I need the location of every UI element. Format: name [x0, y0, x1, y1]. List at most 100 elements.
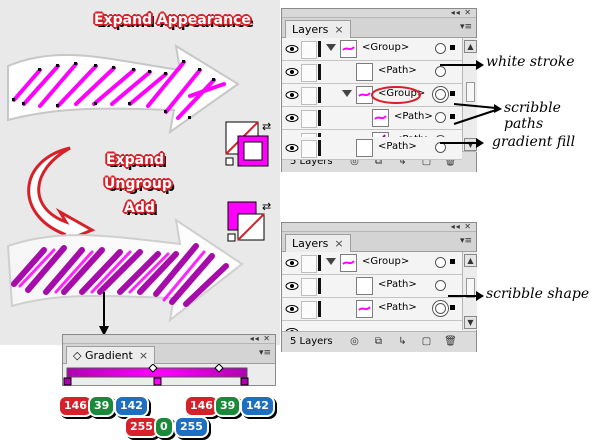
visibility-eye-icon[interactable] — [284, 321, 300, 331]
layer-thumbnail — [356, 300, 373, 318]
layer-thumbnail — [356, 277, 373, 295]
rgb-center-red: 255 — [124, 416, 159, 438]
trash-icon[interactable]: 🗑 — [444, 156, 457, 167]
layer-name: <Path> — [378, 302, 417, 313]
layer-row-scribble-shape[interactable]: <Path> — [282, 298, 462, 321]
lock-toggle[interactable] — [301, 301, 317, 319]
panel-collapse-icon[interactable]: ◂◂ ✕ — [450, 222, 472, 231]
rgb-center-green: 0 — [154, 416, 174, 438]
lock-toggle[interactable] — [301, 110, 317, 128]
panel-titlebar[interactable]: ◂◂ ✕ — [282, 223, 476, 232]
step-label-expand: Expand — [106, 152, 165, 168]
layers-panel-bottom: ◂◂ ✕ Layers × ▾≡ <Group> <Path> <Path> ▲ — [281, 222, 477, 352]
lock-toggle[interactable] — [301, 64, 317, 82]
svg-text:⇄: ⇄ — [262, 120, 271, 133]
tab-layers[interactable]: Layers× — [285, 20, 351, 38]
clipping-mask-icon[interactable]: ⧉ — [374, 156, 383, 167]
top-arrow-illustration — [7, 44, 240, 135]
layers-footer: 5 Layers ◎ ⧉ ↳ ▢ 🗑 — [282, 331, 476, 352]
panel-menu-icon[interactable]: ▾≡ — [258, 348, 271, 358]
new-layer-icon[interactable]: ▢ — [421, 336, 432, 347]
target-circle-icon[interactable] — [435, 43, 446, 54]
new-sublayer-icon[interactable]: ↳ — [398, 336, 407, 347]
tab-close-icon[interactable]: × — [334, 237, 344, 250]
tab-close-icon[interactable]: × — [334, 23, 344, 36]
new-sublayer-icon[interactable]: ↳ — [398, 156, 407, 167]
fill-stroke-swatch-top: ⇄ — [225, 120, 271, 167]
rgb-center-blue: 255 — [174, 416, 209, 438]
scroll-down-icon[interactable]: ▼ — [464, 316, 477, 329]
layer-thumbnail — [340, 254, 357, 272]
tab-gradient[interactable]: ◇ Gradient× — [66, 346, 156, 364]
lock-toggle[interactable] — [301, 278, 317, 296]
layer-color-bar — [318, 64, 321, 80]
layer-color-bar — [318, 41, 321, 57]
visibility-eye-icon[interactable] — [284, 61, 300, 83]
layer-name: <Path> — [378, 141, 417, 152]
clipping-mask-icon[interactable]: ⧉ — [374, 336, 383, 347]
gradient-slider[interactable] — [63, 364, 275, 386]
panel-tabbar: Layers× ▾≡ — [282, 18, 476, 38]
tab-layers-label: Layers — [292, 237, 329, 250]
expand-triangle-icon[interactable] — [342, 90, 352, 97]
rgb-left-blue: 142 — [114, 395, 149, 417]
scroll-up-icon[interactable]: ▲ — [464, 254, 477, 267]
lock-toggle[interactable] — [301, 255, 317, 273]
lock-toggle[interactable] — [301, 87, 317, 105]
expand-triangle-icon[interactable] — [326, 44, 336, 51]
tab-close-icon[interactable]: × — [138, 349, 149, 362]
layer-thumbnail — [372, 109, 389, 127]
lock-toggle[interactable] — [301, 41, 317, 59]
selection-indicator — [450, 259, 455, 264]
visibility-eye-icon[interactable] — [284, 38, 300, 60]
layers-scrollbar[interactable]: ▲ ▼ — [462, 252, 477, 330]
target-circle-icon[interactable] — [435, 89, 446, 100]
scroll-up-icon[interactable]: ▲ — [464, 40, 477, 53]
panel-collapse-icon[interactable]: ◂◂ ✕ — [450, 8, 472, 17]
trash-icon[interactable]: 🗑 — [444, 336, 457, 347]
layer-row-group[interactable]: <Group> — [282, 252, 462, 275]
layer-row-group[interactable]: <Group> — [282, 38, 462, 61]
target-circle-icon[interactable] — [435, 66, 446, 77]
panel-titlebar[interactable]: ◂◂ ✕ — [282, 9, 476, 18]
panel-collapse-icon[interactable]: ◂◂ ✕ — [249, 334, 271, 343]
layer-row-path-white-stroke[interactable]: <Path> — [282, 61, 462, 84]
visibility-eye-icon[interactable] — [284, 84, 300, 106]
expand-triangle-icon[interactable] — [326, 258, 336, 265]
lock-toggle[interactable] — [301, 140, 317, 158]
layer-row-path-gradient-fill[interactable]: <Path> — [282, 137, 462, 160]
panel-menu-icon[interactable]: ▾≡ — [459, 22, 472, 32]
locate-object-icon[interactable]: ◎ — [350, 336, 359, 347]
tab-layers[interactable]: Layers × — [285, 234, 351, 252]
visibility-eye-icon[interactable] — [284, 252, 300, 274]
layer-row-scribble-path-1[interactable]: <Path> — [282, 107, 462, 130]
visibility-eye-icon[interactable] — [284, 298, 300, 320]
target-circle-icon[interactable] — [435, 257, 446, 268]
scroll-thumb[interactable] — [466, 278, 475, 298]
target-circle-icon[interactable] — [435, 112, 446, 123]
layers-scrollbar[interactable]: ▲ ▼ — [462, 38, 477, 152]
visibility-eye-icon[interactable] — [284, 107, 300, 129]
layer-row-path[interactable]: <Path> — [282, 275, 462, 298]
layer-color-bar — [318, 110, 321, 126]
visibility-eye-icon[interactable] — [284, 275, 300, 297]
scroll-thumb[interactable] — [466, 82, 475, 102]
panel-menu-icon[interactable]: ▾≡ — [459, 236, 472, 246]
visibility-eye-icon[interactable] — [284, 137, 300, 159]
new-layer-icon[interactable]: ▢ — [421, 156, 432, 167]
layer-name: <Path> — [378, 65, 417, 76]
step-label-add: Add — [124, 200, 155, 216]
target-circle-icon[interactable] — [435, 303, 446, 314]
rgb-right-blue: 142 — [240, 395, 275, 417]
layer-name: <Path> — [378, 279, 417, 290]
callout-white-stroke: white stroke — [486, 54, 575, 70]
step-label-ungroup: Ungroup — [104, 176, 172, 192]
selection-indicator — [450, 305, 455, 310]
layer-row-subgroup[interactable]: <Group> — [282, 84, 462, 107]
target-circle-icon[interactable] — [435, 280, 446, 291]
locate-object-icon[interactable]: ◎ — [350, 156, 359, 167]
selection-indicator — [450, 114, 455, 119]
panel-titlebar[interactable]: ◂◂ ✕ — [63, 335, 275, 344]
layer-thumbnail — [356, 139, 373, 157]
layer-color-bar — [318, 87, 321, 103]
